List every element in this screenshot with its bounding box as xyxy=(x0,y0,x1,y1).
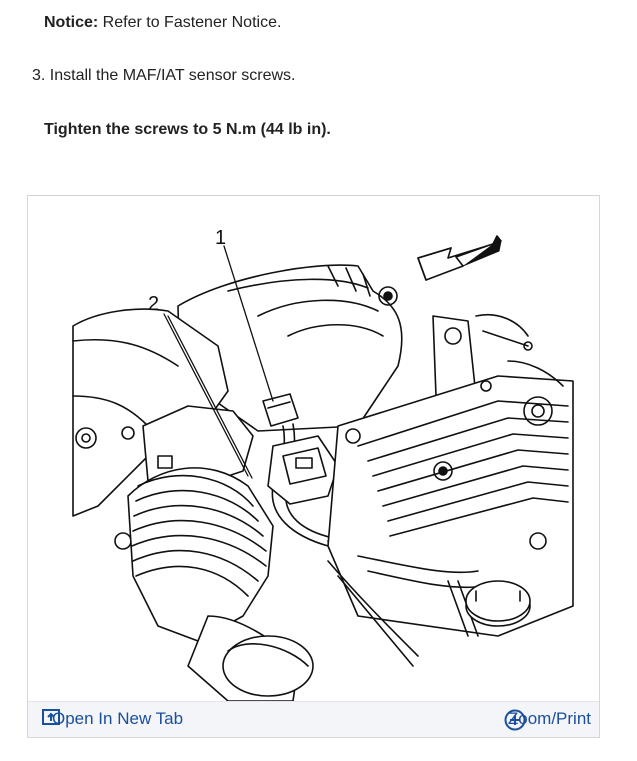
notice-line: Notice: Refer to Fastener Notice. xyxy=(44,14,281,32)
open-in-new-tab-label: Open In New Tab xyxy=(52,709,184,728)
step-number: 3. xyxy=(32,67,46,84)
open-in-new-tab-button[interactable]: Open In New Tab xyxy=(42,709,183,729)
callout-2: 2 xyxy=(148,293,160,315)
figure-toolbar: Open In New Tab Zoom/Print xyxy=(28,701,599,737)
direction-arrow-icon xyxy=(417,235,502,281)
torque-spec: Tighten the screws to 5 N.m (44 lb in). xyxy=(44,121,331,138)
notice-text: Refer to Fastener Notice. xyxy=(98,14,282,31)
illustration-figure: 1 2 Open In New Tab Zoom/Print xyxy=(27,195,600,738)
step-text: Install the MAF/IAT sensor screws. xyxy=(49,67,296,84)
step-3: 3. Install the MAF/IAT sensor screws. xyxy=(32,67,296,85)
zoom-print-label: Zoom/Print xyxy=(507,709,591,728)
zoom-print-button[interactable]: Zoom/Print xyxy=(504,709,591,731)
engine-illustration xyxy=(72,235,574,701)
callout-1: 1 xyxy=(215,227,227,249)
notice-label: Notice: xyxy=(44,14,99,31)
